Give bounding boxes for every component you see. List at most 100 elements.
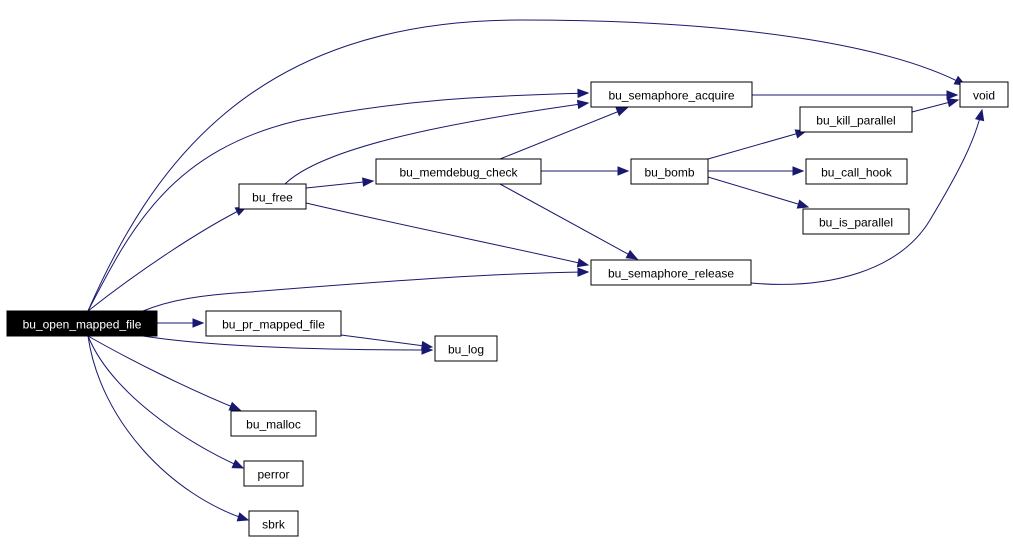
edge-bu_semaphore_acquire-to-void <box>752 90 959 100</box>
edge-line <box>142 271 589 312</box>
node-bu-memdebug-check[interactable]: bu_memdebug_check <box>375 158 542 185</box>
arrowhead <box>617 166 630 176</box>
node-perror[interactable]: perror <box>243 460 304 487</box>
node-label: bu_memdebug_check <box>399 166 518 180</box>
node-label: sbrk <box>262 518 286 532</box>
edge-line <box>750 109 983 285</box>
edge-line <box>499 183 638 260</box>
node-bu-semaphore-acquire[interactable]: bu_semaphore_acquire <box>590 81 753 108</box>
node-label: bu_bomb <box>644 166 694 180</box>
edge-line <box>142 335 433 351</box>
edge-bu_free-to-bu_semaphore_release <box>305 202 590 268</box>
node-box[interactable] <box>230 410 317 437</box>
arrowhead <box>946 90 959 100</box>
arrowhead <box>228 401 242 411</box>
edge-bu_open_mapped_file-to-bu_free <box>87 206 248 312</box>
edge-bu_free-to-bu_semaphore_acquire <box>284 99 590 185</box>
arrowhead <box>231 459 245 469</box>
edge-bu_open_mapped_file-to-bu_semaphore_release <box>142 267 590 312</box>
node-label: bu_kill_parallel <box>816 114 895 128</box>
node-label: bu_semaphore_acquire <box>608 89 734 103</box>
edge-bu_bomb-to-bu_kill_parallel <box>707 129 808 160</box>
node-box[interactable] <box>805 158 908 185</box>
arrowhead <box>615 107 629 117</box>
node-bu-open-mapped-file[interactable]: bu_open_mapped_file <box>6 310 158 337</box>
edge-bu_bomb-to-bu_call_hook <box>708 166 805 176</box>
node-bu-bomb[interactable]: bu_bomb <box>630 158 709 185</box>
node-label: bu_malloc <box>246 418 301 432</box>
node-box[interactable] <box>590 81 753 108</box>
arrowhead <box>577 267 590 277</box>
edge-bu_semaphore_release-to-void <box>750 108 985 285</box>
node-bu-pr-mapped-file[interactable]: bu_pr_mapped_file <box>205 310 342 337</box>
node-label: bu_call_hook <box>821 166 893 180</box>
arrowhead <box>946 98 960 108</box>
node-box[interactable] <box>248 510 299 537</box>
node-box[interactable] <box>799 106 913 133</box>
edge-bu_memdebug_check-to-bu_bomb <box>541 166 630 176</box>
node-box[interactable] <box>630 158 709 185</box>
node-label: bu_pr_mapped_file <box>222 318 325 332</box>
arrowhead <box>792 166 805 176</box>
node-sbrk[interactable]: sbrk <box>248 510 299 537</box>
node-label: perror <box>257 468 289 482</box>
edge-line <box>499 107 628 160</box>
edge-bu_open_mapped_file-to-bu_log <box>142 335 434 355</box>
edge-line <box>340 334 433 348</box>
edge-bu_memdebug_check-to-bu_semaphore_acquire <box>499 107 629 160</box>
arrowhead <box>625 249 639 260</box>
node-bu-log[interactable]: bu_log <box>434 335 498 362</box>
node-label: bu_semaphore_release <box>608 267 734 281</box>
arrowhead <box>577 88 590 99</box>
edge-line <box>87 92 589 312</box>
node-void[interactable]: void <box>959 81 1009 108</box>
edge-bu_bomb-to-bu_is_parallel <box>707 176 810 209</box>
node-box[interactable] <box>243 460 304 487</box>
arrowhead <box>192 318 205 328</box>
node-box[interactable] <box>205 310 342 337</box>
node-bu-free[interactable]: bu_free <box>238 183 307 210</box>
node-bu-is-parallel[interactable]: bu_is_parallel <box>802 208 910 235</box>
arrowhead <box>576 258 590 268</box>
edge-line <box>284 102 589 185</box>
node-bu-malloc[interactable]: bu_malloc <box>230 410 317 437</box>
edge-line <box>87 335 241 411</box>
node-box[interactable] <box>375 158 542 185</box>
node-box[interactable] <box>590 259 752 286</box>
node-box[interactable] <box>802 208 910 235</box>
node-label: bu_open_mapped_file <box>23 318 142 332</box>
arrowhead <box>362 177 375 187</box>
edge-bu_open_mapped_file-to-bu_malloc <box>87 335 242 411</box>
node-box[interactable] <box>238 183 307 210</box>
edge-line <box>87 206 247 312</box>
node-box[interactable] <box>434 335 498 362</box>
edge-line <box>305 202 589 266</box>
node-label: bu_log <box>448 343 484 357</box>
edge-bu_pr_mapped_file-to-bu_log <box>340 334 434 351</box>
arrowhead <box>421 340 434 351</box>
arrowhead <box>576 99 590 110</box>
nodes-layer: bu_open_mapped_file bu_free bu_pr_mapped_f… <box>6 81 1009 537</box>
arrowhead <box>236 512 250 522</box>
node-label: void <box>973 89 995 103</box>
edge-bu_open_mapped_file-to-perror <box>87 335 245 469</box>
node-bu-kill-parallel[interactable]: bu_kill_parallel <box>799 106 913 133</box>
edge-line <box>305 180 374 189</box>
node-box[interactable] <box>6 310 158 337</box>
edge-line <box>707 176 809 208</box>
node-label: bu_free <box>252 191 293 205</box>
arrowhead <box>796 199 810 209</box>
edge-line <box>87 335 244 469</box>
edge-line <box>87 19 966 312</box>
edge-bu_free-to-bu_memdebug_check <box>305 177 375 189</box>
node-bu-call-hook[interactable]: bu_call_hook <box>805 158 908 185</box>
edge-line <box>707 130 807 160</box>
edge-bu_open_mapped_file-to-bu_pr_mapped_file <box>157 318 205 328</box>
node-bu-semaphore-release[interactable]: bu_semaphore_release <box>590 259 752 286</box>
node-label: bu_is_parallel <box>819 216 893 230</box>
node-box[interactable] <box>959 81 1009 108</box>
edge-bu_open_mapped_file-to-sbrk <box>87 335 250 522</box>
edge-bu_kill_parallel-to-void <box>911 98 960 113</box>
edge-line <box>87 335 249 521</box>
